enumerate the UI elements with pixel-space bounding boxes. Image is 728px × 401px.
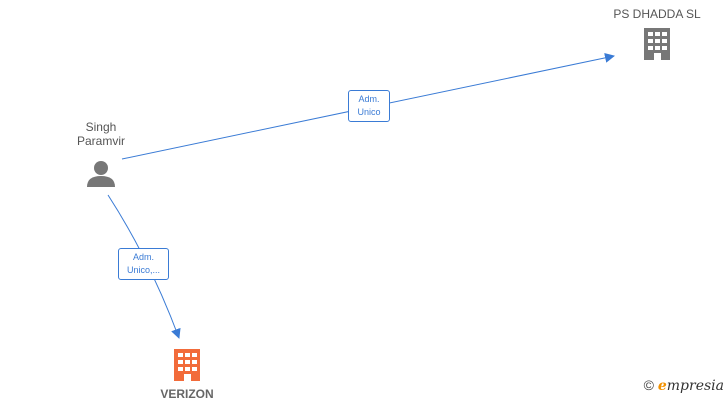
person-icon[interactable] xyxy=(87,161,115,187)
empresia-watermark: © empresia xyxy=(644,377,724,394)
copyright-symbol: © xyxy=(643,377,654,393)
empresia-logo: empresia xyxy=(657,378,724,394)
edge-label-adm-unico-more[interactable]: Adm. Unico,... xyxy=(118,248,169,280)
building-icon[interactable] xyxy=(644,28,670,60)
person-node-label[interactable]: Singh Paramvir xyxy=(76,120,125,148)
edge-label-adm-unico[interactable]: Adm. Unico xyxy=(348,90,390,122)
building-icon-main[interactable] xyxy=(174,349,200,381)
verizon-node-label[interactable]: VERIZON xyxy=(160,387,214,401)
ps-dhadda-node-label[interactable]: PS DHADDA SL xyxy=(613,7,701,21)
